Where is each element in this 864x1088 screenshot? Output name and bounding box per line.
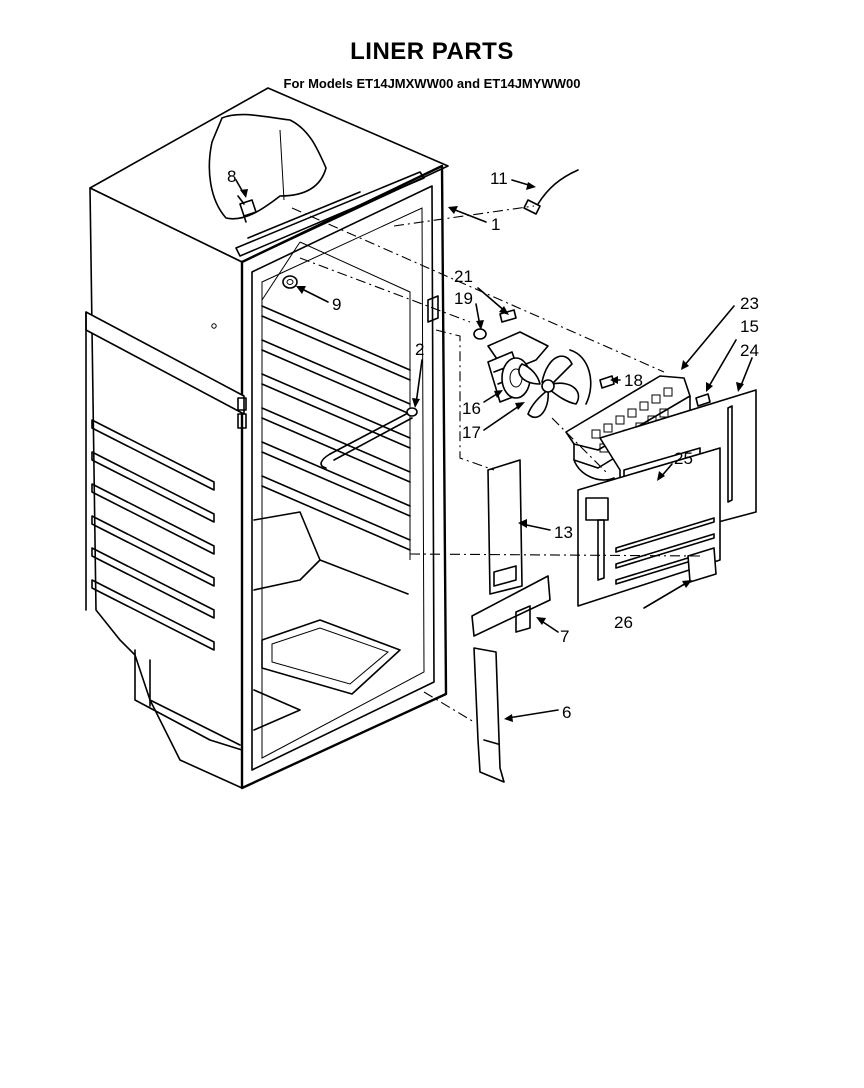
part-8-clip [237,195,257,223]
callout-26: 26 [614,613,633,632]
liner-cabinet [85,87,449,790]
page-title: LINER PARTS [350,38,514,65]
part-2-sensor [320,407,418,469]
callout-9: 9 [332,295,341,314]
callout-6: 6 [562,703,571,722]
callout-1: 1 [491,215,500,234]
callout-21: 21 [454,267,473,286]
part-11-harness [523,169,579,215]
part-7-bracket [471,575,551,637]
callout-11: 11 [490,169,508,188]
page-subtitle: For Models ET14JMXWW00 and ET14JMYWW00 [283,76,581,91]
callout-19: 19 [454,289,473,308]
callout-7: 7 [560,627,569,646]
assembly-guide-lines [291,205,701,723]
part-9-grommet [282,275,298,289]
callout-18: 18 [624,371,643,390]
callout-2: 2 [415,340,424,359]
evaporator-fan-motor-assembly [473,309,592,419]
part-26-rear-panel [577,447,721,607]
part-13-air-duct [487,459,523,595]
part-6-duct-cover [473,647,505,783]
callout-24: 24 [740,341,759,360]
callout-16: 16 [462,399,481,418]
callout-15: 15 [740,317,759,336]
callout-17: 17 [462,423,481,442]
leader-lines [235,179,753,722]
callout-23: 23 [740,294,759,313]
callout-8: 8 [227,167,236,186]
callout-25: 25 [674,449,693,468]
callout-labels: 1 2 6 7 8 9 11 13 15 16 17 18 19 21 23 2… [227,167,759,722]
callout-13: 13 [554,523,573,542]
